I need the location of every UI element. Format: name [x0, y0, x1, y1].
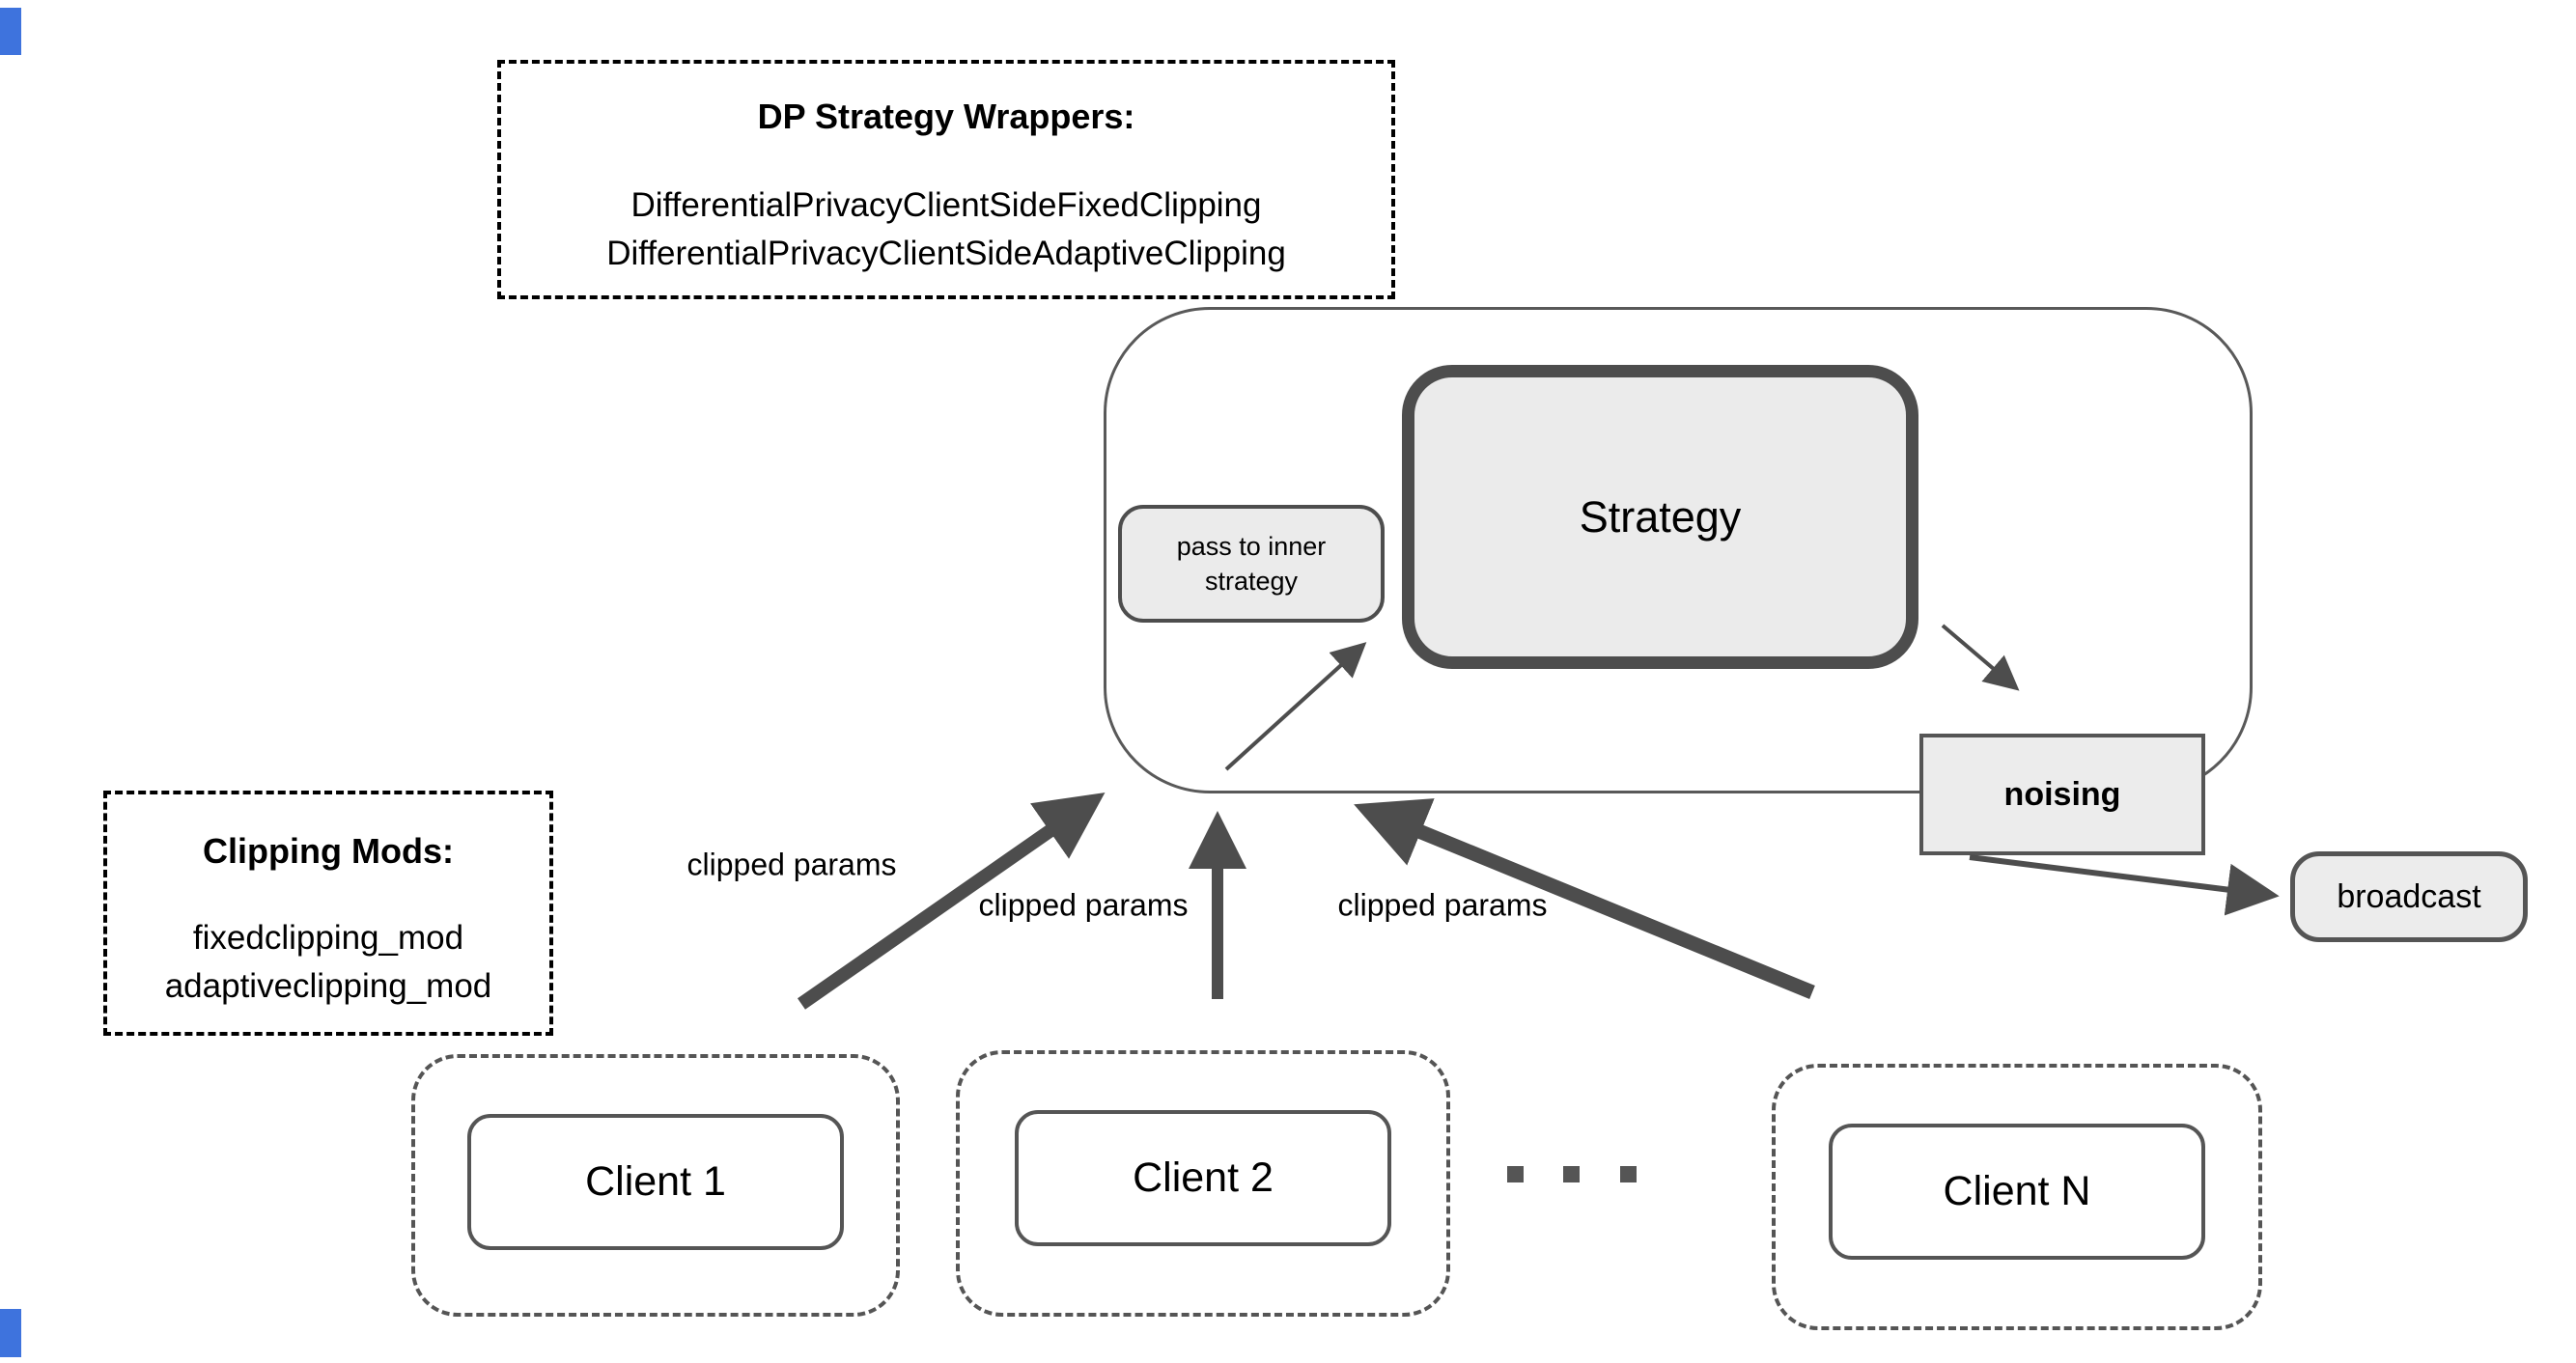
pass-to-inner-strategy-label: pass to inner strategy: [1176, 532, 1327, 596]
dp-wrapper-item-adaptive: DifferentialPrivacyClientSideAdaptiveCli…: [606, 235, 1286, 272]
client-1-node: Client 1: [467, 1114, 844, 1250]
dp-wrapper-item-fixed: DifferentialPrivacyClientSideFixedClippi…: [630, 186, 1262, 224]
left-edge-artifact: [0, 1309, 21, 1357]
client-n-node: Client N: [1829, 1124, 2205, 1260]
clipped-params-label-3: clipped params: [1337, 887, 1548, 923]
clipped-params-label-1: clipped params: [686, 847, 897, 882]
broadcast-label: broadcast: [2337, 877, 2481, 915]
broadcast-node: broadcast: [2290, 851, 2528, 942]
dp-strategy-wrappers-box: DP Strategy Wrappers: DifferentialPrivac…: [497, 60, 1395, 299]
clipping-mods-box: Clipping Mods: fixedclipping_mod adaptiv…: [103, 791, 553, 1036]
client-1-dashed-group: Client 1: [411, 1054, 900, 1317]
client-2-node: Client 2: [1015, 1110, 1391, 1246]
clipping-mod-item-fixed: fixedclipping_mod: [192, 919, 464, 957]
strategy-node: Strategy: [1402, 365, 1918, 669]
clipping-mods-title: Clipping Mods:: [203, 831, 454, 871]
clipping-mod-item-adaptive: adaptiveclipping_mod: [164, 967, 492, 1005]
clipped-params-label-2: clipped params: [978, 887, 1189, 923]
ellipsis-dot-icon: [1563, 1166, 1580, 1182]
client-n-label: Client N: [1943, 1168, 2091, 1214]
noising-label: noising: [2003, 775, 2121, 813]
strategy-label: Strategy: [1579, 491, 1742, 542]
pass-to-inner-strategy-node: pass to inner strategy: [1118, 505, 1385, 623]
ellipsis-dot-icon: [1620, 1166, 1637, 1182]
noising-node: noising: [1919, 734, 2205, 855]
client-2-label: Client 2: [1133, 1154, 1274, 1201]
left-edge-artifact: [0, 8, 21, 55]
dp-strategy-wrappers-title: DP Strategy Wrappers:: [757, 97, 1135, 136]
ellipsis-dot-icon: [1507, 1166, 1524, 1182]
client-2-dashed-group: Client 2: [956, 1050, 1450, 1317]
arrow-noising-to-broadcast: [1969, 854, 2280, 916]
client-1-label: Client 1: [585, 1158, 726, 1205]
client-n-dashed-group: Client N: [1772, 1064, 2262, 1330]
